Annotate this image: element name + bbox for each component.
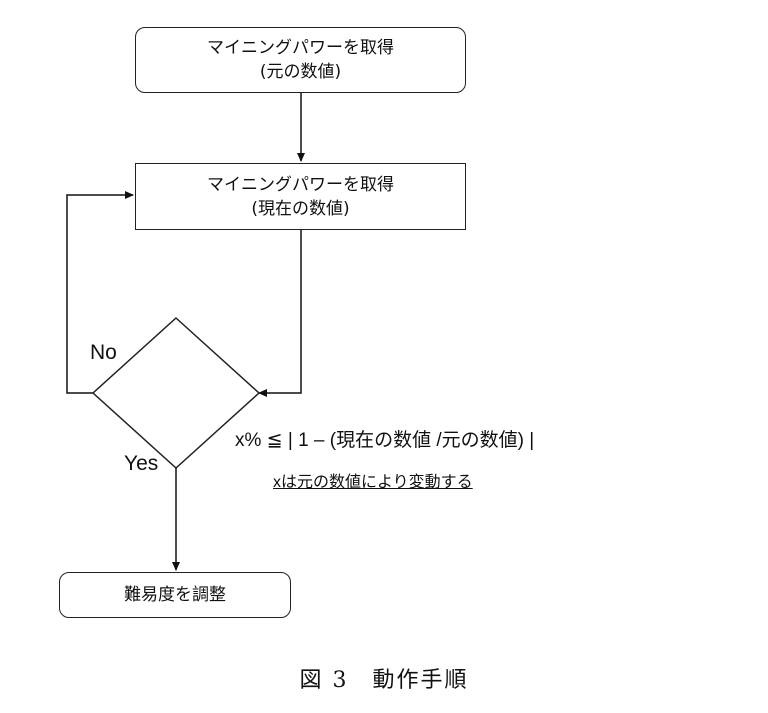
figure-caption: 図 3 動作手順 bbox=[299, 668, 469, 693]
node-start-line2: (元の数値) bbox=[259, 62, 342, 82]
node-start: マイニングパワーを取得 (元の数値) bbox=[135, 27, 466, 93]
node-fetch-current: マイニングパワーを取得 (現在の数値) bbox=[135, 163, 466, 230]
arrow-no-loop bbox=[66, 191, 134, 394]
decision-note: xは元の数値により変動する bbox=[273, 474, 473, 491]
no-label: No bbox=[90, 341, 117, 364]
node-adjust-label: 難易度を調整 bbox=[124, 585, 226, 605]
node-start-line1: マイニングパワーを取得 bbox=[207, 38, 394, 58]
node-fetch-line1: マイニングパワーを取得 bbox=[207, 174, 394, 195]
node-fetch-line2: (現在の数値) bbox=[251, 198, 350, 219]
decision-condition: x% ≦ | 1 – (現在の数値 /元の数値) | bbox=[235, 430, 535, 451]
arrow-fetch-to-decision bbox=[258, 230, 302, 397]
yes-label: Yes bbox=[124, 452, 159, 475]
node-adjust-difficulty: 難易度を調整 bbox=[59, 572, 291, 618]
